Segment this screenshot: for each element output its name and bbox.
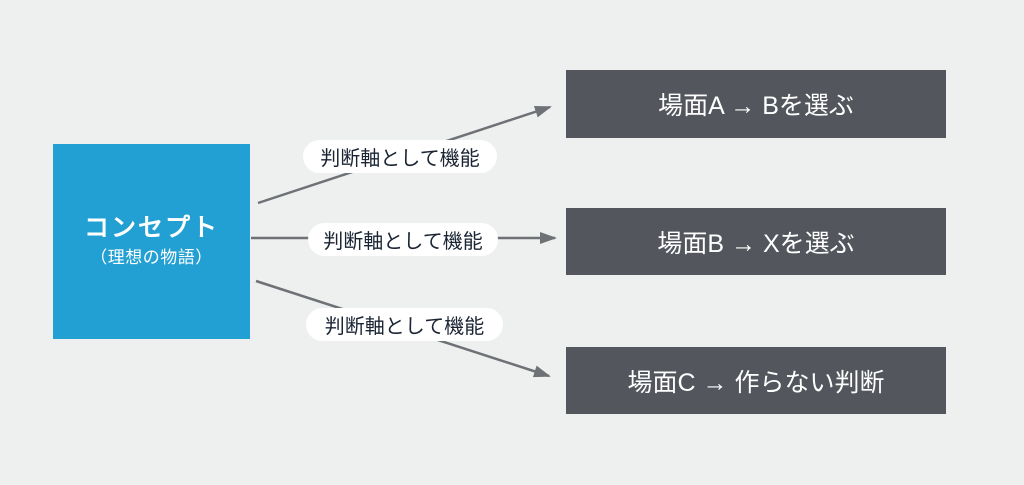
concept-box: コンセプト （理想の物語） bbox=[53, 144, 250, 339]
arrow-label-pill-middle: 判断軸として機能 bbox=[308, 223, 498, 256]
outcome-box-scene-b: 場面B → Xを選ぶ bbox=[566, 208, 946, 275]
arrow-label-pill-bottom: 判断軸として機能 bbox=[306, 308, 503, 341]
outcome-box-scene-c: 場面C → 作らない判断 bbox=[566, 347, 946, 414]
outcome-box-scene-a: 場面A → Bを選ぶ bbox=[566, 70, 946, 138]
arrow-label-pill-top: 判断軸として機能 bbox=[303, 140, 497, 173]
concept-subtitle: （理想の物語） bbox=[90, 248, 213, 268]
concept-title: コンセプト bbox=[83, 213, 219, 242]
